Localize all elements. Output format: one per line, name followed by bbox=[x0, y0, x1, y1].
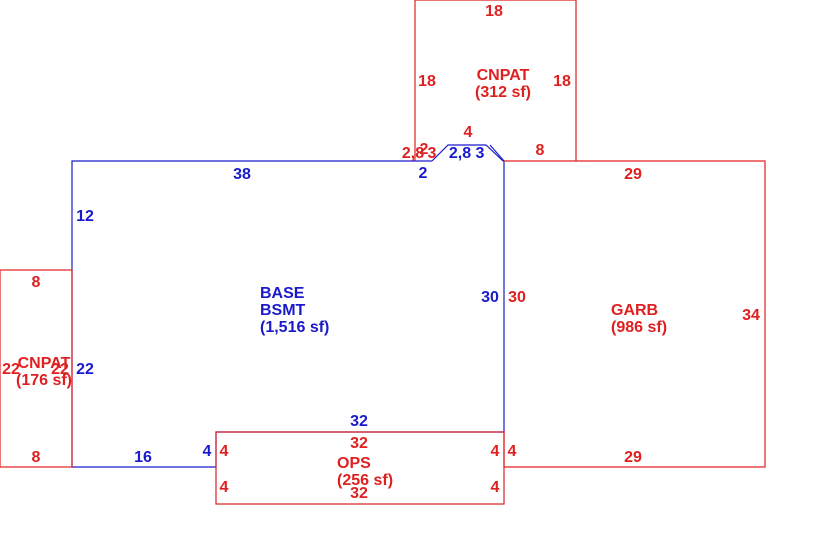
cnpat-left-dim-top: 8 bbox=[32, 274, 41, 291]
cnpat-left-outline bbox=[0, 269, 73, 468]
base-bsmt-area: BASE BSMT (1,516 sf) 38 2 2,8 3 12 30 22… bbox=[71, 144, 505, 468]
garb-dim-right: 34 bbox=[742, 307, 760, 324]
cnpat-left-dim-left: 22 bbox=[2, 361, 20, 378]
base-bsmt-dim-top-small: 2 bbox=[419, 165, 428, 182]
cnpat-left-area-label: (176 sf) bbox=[16, 372, 72, 389]
base-bsmt-name-line1: BASE bbox=[260, 285, 305, 302]
cnpat-top-area: CNPAT (312 sf) 18 18 18 8 4 2,8 2 3 bbox=[402, 0, 577, 162]
base-bsmt-dim-step: 4 bbox=[203, 443, 212, 460]
base-bsmt-name-line2: BSMT bbox=[260, 302, 306, 319]
cnpat-top-outline bbox=[414, 0, 577, 161]
cnpat-top-dim-top: 18 bbox=[485, 3, 503, 20]
garb-dim-top: 29 bbox=[624, 166, 642, 183]
ops-area: OPS (256 sf) 32 32 4 4 4 4 bbox=[215, 431, 505, 505]
cnpat-left-area: CNPAT (176 sf) 8 8 22 22 bbox=[0, 269, 73, 468]
ops-name: OPS bbox=[337, 455, 371, 472]
cnpat-top-dim-left: 18 bbox=[418, 73, 436, 90]
base-bsmt-dim-top-notch: 2,8 bbox=[449, 145, 471, 162]
cnpat-left-dim-bottom: 8 bbox=[32, 449, 41, 466]
cnpat-left-dim-right: 22 bbox=[51, 361, 69, 378]
cnpat-top-dim-notch-top: 4 bbox=[464, 124, 473, 141]
garb-area-label: (986 sf) bbox=[611, 319, 667, 336]
garb-dim-left: 30 bbox=[508, 289, 526, 306]
base-bsmt-dim-top: 38 bbox=[233, 166, 251, 183]
base-bsmt-dim-top-notch-right: 3 bbox=[476, 145, 485, 162]
ops-dim-left-bottom: 4 bbox=[220, 479, 229, 496]
base-bsmt-area-label: (1,516 sf) bbox=[260, 319, 329, 336]
ops-dim-right-top: 4 bbox=[491, 443, 500, 460]
cnpat-top-notch bbox=[431, 144, 504, 162]
garb-name: GARB bbox=[611, 302, 658, 319]
garb-dim-step: 4 bbox=[508, 443, 517, 460]
cnpat-top-dim-notch-left: 2,8 bbox=[402, 145, 424, 162]
cnpat-top-dim-notch-right: 3 bbox=[428, 145, 437, 162]
cnpat-top-dim-right: 18 bbox=[553, 73, 571, 90]
base-bsmt-notch-edge bbox=[489, 144, 505, 162]
cnpat-top-area-label: (312 sf) bbox=[475, 84, 531, 101]
ops-dim-bottom: 32 bbox=[350, 485, 368, 502]
cnpat-left-name: CNPAT bbox=[18, 355, 71, 372]
ops-outline bbox=[215, 431, 505, 505]
base-bsmt-dim-left: 12 bbox=[76, 208, 94, 225]
ops-dim-left-top: 4 bbox=[220, 443, 229, 460]
cnpat-top-dim-bottom-right: 8 bbox=[536, 142, 545, 159]
base-bsmt-dim-left-lower: 22 bbox=[76, 361, 94, 378]
cnpat-top-dim-notch-mid: 2 bbox=[420, 141, 429, 158]
base-bsmt-dim-right: 30 bbox=[481, 289, 499, 306]
cnpat-top-name: CNPAT bbox=[477, 67, 530, 84]
garb-dim-bottom: 29 bbox=[624, 449, 642, 466]
ops-dim-top: 32 bbox=[350, 435, 368, 452]
ops-area-label: (256 sf) bbox=[337, 472, 393, 489]
ops-dim-right-bottom: 4 bbox=[491, 479, 500, 496]
base-bsmt-dim-bottom: 32 bbox=[350, 413, 368, 430]
garb-area: GARB (986 sf) 29 30 34 29 4 bbox=[503, 160, 766, 468]
base-bsmt-dim-bottom-left: 16 bbox=[134, 449, 152, 466]
